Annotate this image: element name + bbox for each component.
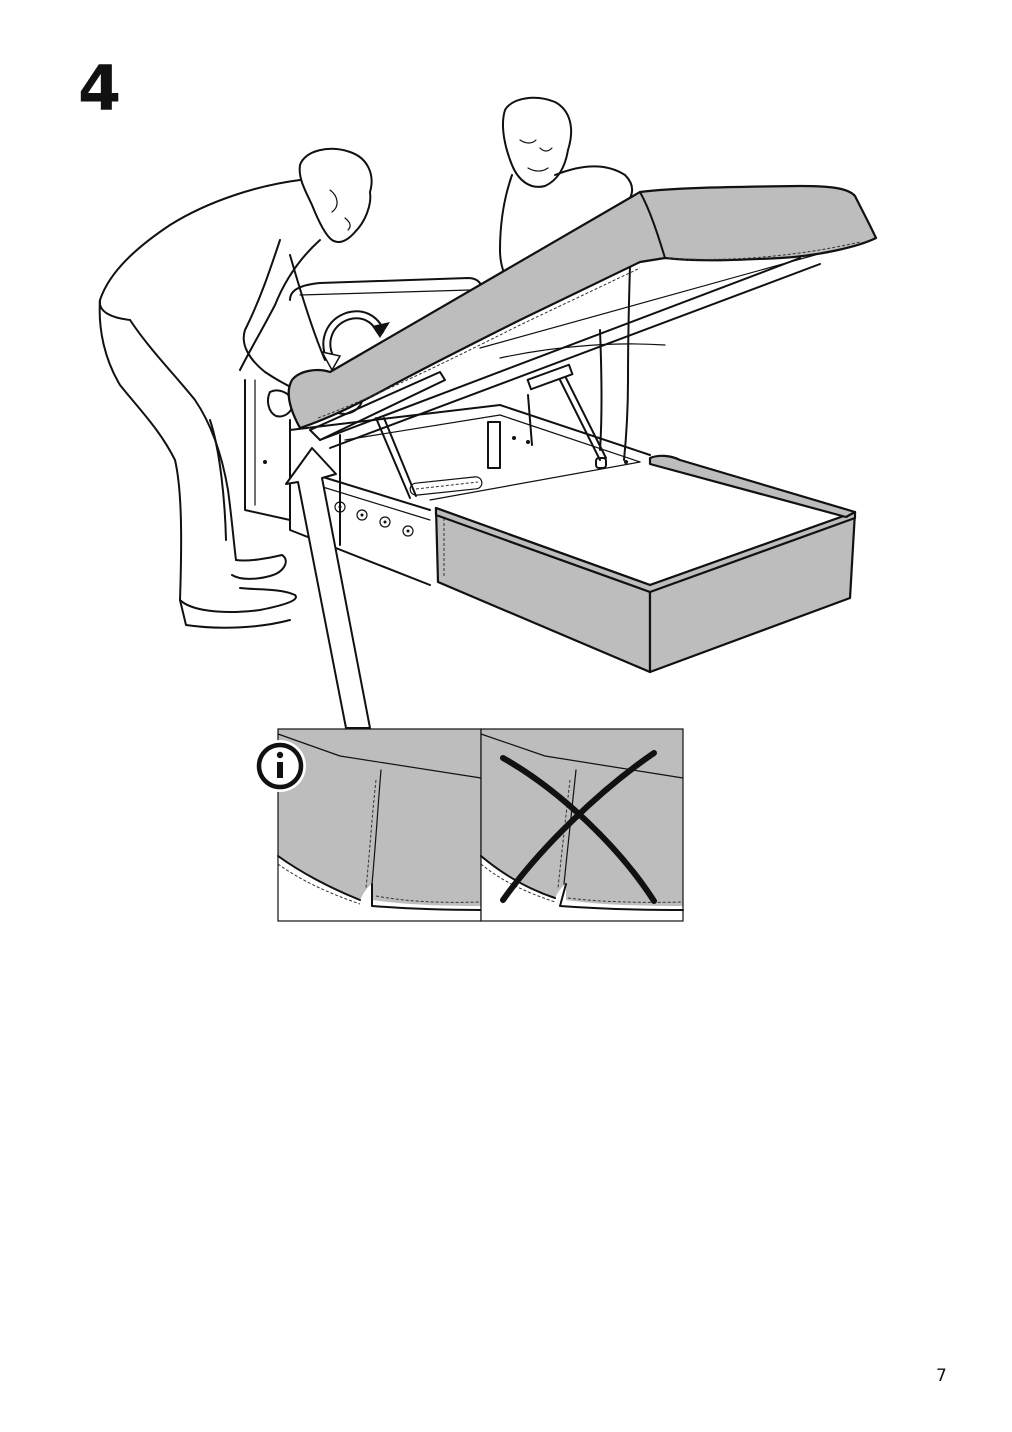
detail-correct-panel (277, 728, 482, 922)
step-number: 4 (78, 52, 122, 125)
lifting-seat-cushion (287, 184, 878, 449)
rotate-arrow-icon (320, 310, 390, 372)
storage-base-box (289, 363, 857, 674)
page-number: 7 (936, 1366, 947, 1386)
cross-mark-icon (500, 750, 657, 904)
top-rim-fabric (648, 454, 857, 519)
info-icon (254, 740, 306, 792)
front-panel-fabric (434, 506, 652, 674)
detail-wrong-panel (480, 728, 684, 922)
side-panel-fabric (648, 510, 857, 674)
fitting-holes (334, 501, 414, 537)
pointer-arrow-icon (285, 447, 371, 729)
